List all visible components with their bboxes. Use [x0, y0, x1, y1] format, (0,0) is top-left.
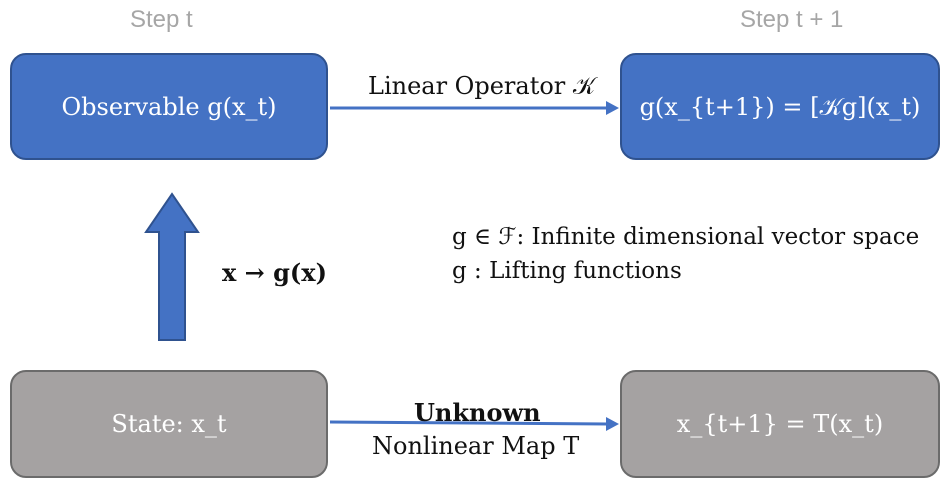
function-space-note: g ∈ ℱ: Infinite dimensional vector space: [452, 224, 920, 250]
nonlinear-map-label: Nonlinear Map T: [372, 432, 580, 460]
step-t-heading: Step t: [130, 6, 193, 33]
lifting-map-label: x → g(x): [222, 258, 327, 287]
next-observable-box: g(x_{t+1}) = [𝒦g](x_t): [620, 53, 940, 160]
state-label: State: x_t: [111, 410, 227, 438]
next-state-label: x_{t+1} = T(x_t): [676, 410, 884, 438]
linear-operator-label: Linear Operator 𝒦: [368, 72, 596, 100]
linear-operator-arrow: [330, 101, 619, 115]
step-t-plus-1-heading: Step t + 1: [740, 6, 844, 33]
nonlinear-map-arrow: [329, 417, 619, 431]
observable-label: Observable g(x_t): [61, 92, 277, 121]
observable-box: Observable g(x_t): [10, 53, 328, 160]
unknown-label: Unknown: [414, 398, 541, 427]
next-state-box: x_{t+1} = T(x_t): [620, 370, 940, 478]
lifting-functions-note: g : Lifting functions: [452, 258, 682, 284]
state-box: State: x_t: [10, 370, 328, 478]
next-observable-label: g(x_{t+1}) = [𝒦g](x_t): [639, 92, 921, 121]
lifting-up-arrow: [144, 192, 200, 341]
